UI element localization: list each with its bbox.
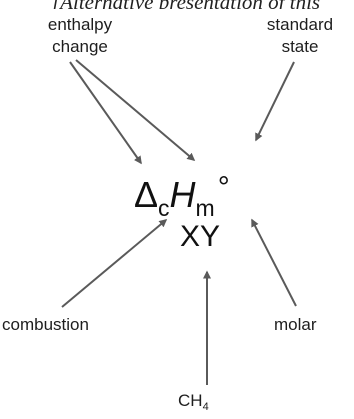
standard-state-label: standard state xyxy=(250,14,350,58)
ch4-label-subscript: 4 xyxy=(202,401,209,413)
enthalpy-to-delta-arrow xyxy=(69,61,142,165)
enthalpy-H-symbol: H xyxy=(169,174,196,215)
molar-to-subscript-arrow xyxy=(251,218,297,307)
combustion-to-subscript-arrow xyxy=(61,219,168,308)
enthalpy-label-line1: enthalpy xyxy=(47,15,113,34)
combustion-label: combustion xyxy=(2,315,89,334)
ch4-label: CH4 xyxy=(178,390,238,418)
molar-label: molar xyxy=(274,315,317,334)
standard-state-degree-sign: ° xyxy=(217,171,230,204)
enthalpy-label-line2: change xyxy=(52,37,108,56)
enthalpy-to-H-arrow xyxy=(75,59,196,161)
enthalpy-symbol: ΔcHm° xyxy=(134,160,284,221)
standard-label-line2: state xyxy=(281,37,319,56)
molar-subscript: m xyxy=(195,195,215,221)
combustion-subscript: c xyxy=(158,195,170,221)
ch4-label-base: CH xyxy=(178,391,203,410)
clipped-heading-text: [Alternative presentation of this xyxy=(52,0,352,9)
standard-label-line1: standard xyxy=(266,15,334,34)
substance-formula-placeholder: XY xyxy=(180,220,221,253)
delta-symbol: Δ xyxy=(134,174,159,215)
standard-to-degree-arrow xyxy=(255,61,295,142)
enthalpy-change-label: enthalpy change xyxy=(24,14,136,58)
